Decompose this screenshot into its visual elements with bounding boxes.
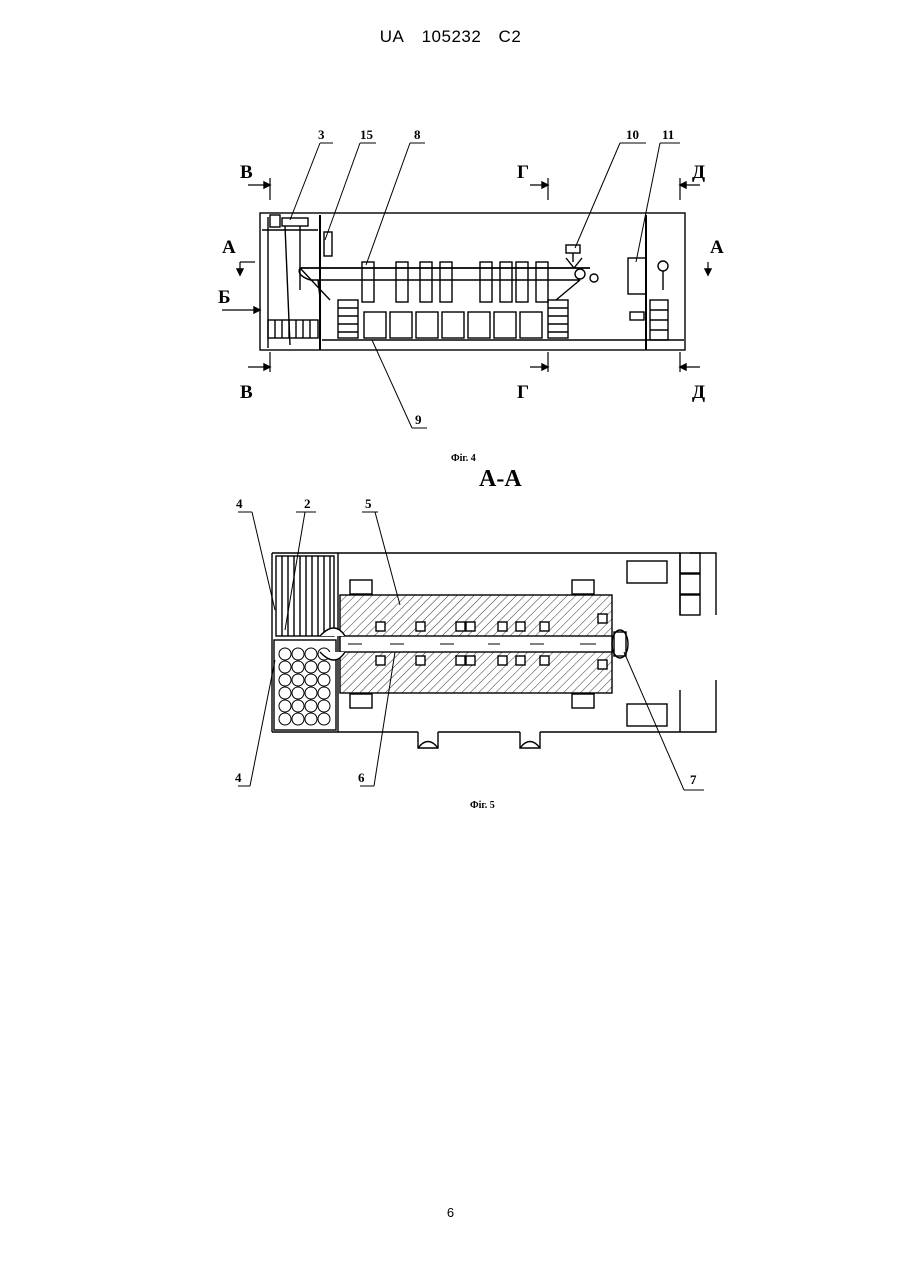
fig5-corridor-6: [340, 636, 612, 652]
fig5-callout-4-top: 4: [236, 496, 243, 511]
figure-5-drawing: 4 2 5 4 6 7: [0, 0, 901, 820]
fig5-callout-4-bottom: 4: [235, 770, 242, 785]
fig5-callout-5: 5: [365, 496, 372, 511]
fig5-board-stack-2: [276, 556, 334, 636]
fig5-log-storage: [279, 648, 330, 725]
fig5-callout-7: 7: [690, 772, 697, 787]
page-number: 6: [0, 1205, 901, 1220]
fig5-callout-2: 2: [304, 496, 311, 511]
fig5-caption: Фіг. 5: [470, 800, 495, 811]
fig5-callout-6: 6: [358, 770, 365, 785]
